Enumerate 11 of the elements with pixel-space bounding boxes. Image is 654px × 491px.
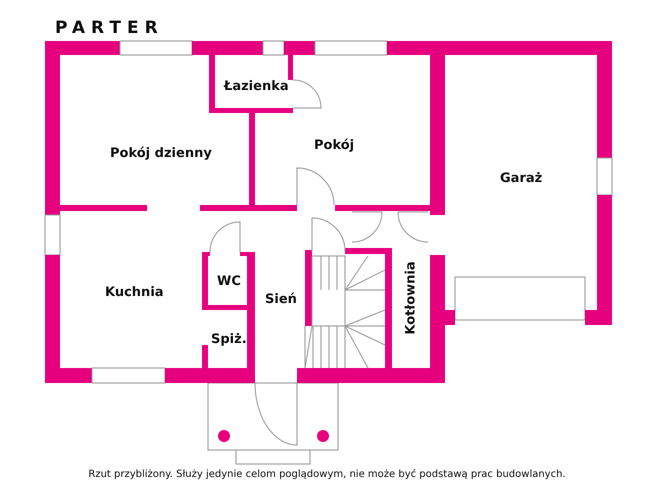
room-label: WC	[217, 275, 241, 288]
room-label: Kuchnia	[105, 286, 164, 299]
room-label: Kotłownia	[404, 261, 418, 335]
disclaimer-note: Rzut przybliżony. Służy jedynie celom poglądowym, nie może być podstawą prac budowlanych.	[88, 470, 566, 480]
room-label: Garaż	[500, 172, 542, 185]
room-label: Spiż.	[211, 333, 247, 346]
room-label: Łazienka	[224, 80, 289, 93]
plan-title: PARTER	[55, 20, 164, 37]
room-label: Pokój dzienny	[110, 147, 212, 160]
room-label: Sień	[265, 293, 297, 306]
room-label: Pokój	[314, 139, 354, 152]
